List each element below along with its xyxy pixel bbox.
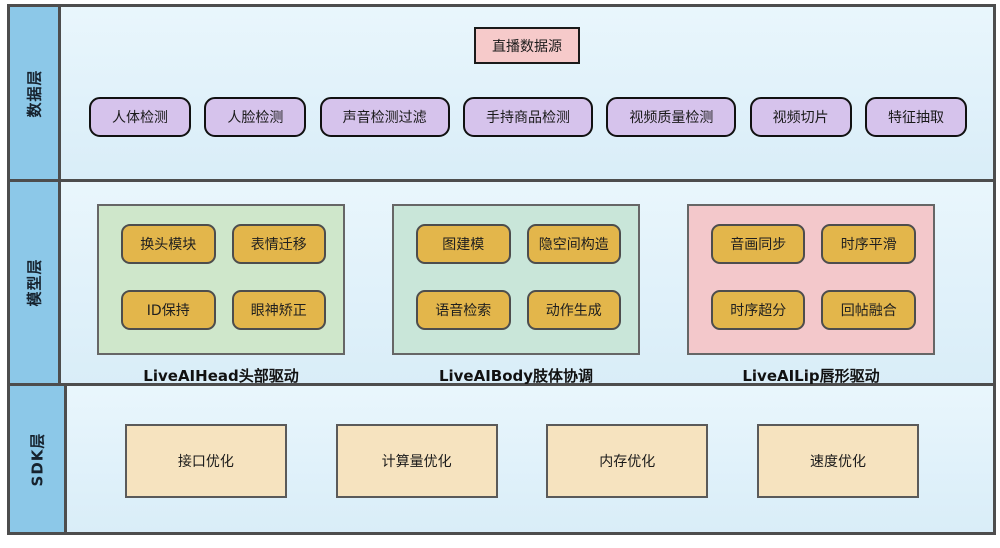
group-liveailip-container: 音画同步 时序平滑 时序超分 回帖融合 <box>686 204 935 355</box>
band-model-layer: 模型层 换头模块 表情迁移 ID保持 眼神矫正 LiveAIHead头部驱动 图… <box>7 179 996 386</box>
node-module: 换头模块 <box>121 224 216 264</box>
sdk-layer-content: 接口优化 计算量优化 内存优化 速度优化 <box>67 386 993 532</box>
node-module: ID保持 <box>121 290 216 330</box>
band-data-layer: 数据层 直播数据源 人体检测 人脸检测 声音检测过滤 手持商品检测 视频质量检测… <box>7 4 996 182</box>
group-liveaibody-title: LiveAIBody肢体协调 <box>438 367 594 385</box>
group-row: 换头模块 表情迁移 ID保持 眼神矫正 LiveAIHead头部驱动 图建模 隐… <box>61 182 993 386</box>
sdk-row: 接口优化 计算量优化 内存优化 速度优化 <box>67 424 993 498</box>
data-layer-content: 直播数据源 人体检测 人脸检测 声音检测过滤 手持商品检测 视频质量检测 视频切… <box>61 7 993 179</box>
band-sdk-layer: SDK层 接口优化 计算量优化 内存优化 速度优化 <box>7 383 996 535</box>
node-module: 回帖融合 <box>821 290 916 330</box>
group-liveailip-title: LiveAILip唇形驱动 <box>742 367 880 385</box>
sdk-layer-label: SDK层 <box>28 432 47 486</box>
data-layer-label: 数据层 <box>25 68 44 118</box>
group-liveaihead-container: 换头模块 表情迁移 ID保持 眼神矫正 <box>97 204 346 355</box>
node-module: 表情迁移 <box>231 224 327 264</box>
node-detector: 人脸检测 <box>204 97 307 137</box>
node-module: 图建模 <box>416 224 511 264</box>
node-module: 动作生成 <box>526 290 621 330</box>
group-liveailip: 音画同步 时序平滑 时序超分 回帖融合 LiveAILip唇形驱动 <box>686 204 935 386</box>
node-module: 语音检索 <box>416 290 511 330</box>
node-module: 时序超分 <box>710 290 806 330</box>
group-liveaihead: 换头模块 表情迁移 ID保持 眼神矫正 LiveAIHead头部驱动 <box>97 204 346 386</box>
node-module: 时序平滑 <box>821 224 916 264</box>
model-layer-content: 换头模块 表情迁移 ID保持 眼神矫正 LiveAIHead头部驱动 图建模 隐… <box>61 182 993 386</box>
node-detector: 视频切片 <box>749 97 852 137</box>
group-liveaibody: 图建模 隐空间构造 语音检索 动作生成 LiveAIBody肢体协调 <box>392 204 640 386</box>
source-row: 直播数据源 <box>61 27 993 64</box>
node-sdk-optimization: 接口优化 <box>124 424 287 498</box>
architecture-diagram: 数据层 直播数据源 人体检测 人脸检测 声音检测过滤 手持商品检测 视频质量检测… <box>7 4 996 538</box>
node-sdk-optimization: 计算量优化 <box>335 424 498 498</box>
model-layer-label: 模型层 <box>25 258 44 307</box>
data-layer-label-strip: 数据层 <box>10 7 62 179</box>
node-detector: 人体检测 <box>89 97 192 137</box>
node-detector: 特征抽取 <box>864 97 967 137</box>
node-module: 眼神矫正 <box>231 290 327 330</box>
node-detector: 视频质量检测 <box>606 97 737 137</box>
node-sdk-optimization: 速度优化 <box>757 424 919 498</box>
node-module: 隐空间构造 <box>526 224 621 264</box>
sdk-layer-label-strip: SDK层 <box>10 386 67 532</box>
node-detector: 手持商品检测 <box>463 97 593 137</box>
node-detector: 声音检测过滤 <box>319 97 450 137</box>
node-live-data-source: 直播数据源 <box>474 27 580 64</box>
node-module: 音画同步 <box>710 224 806 264</box>
model-layer-label-strip: 模型层 <box>10 182 62 383</box>
node-sdk-optimization: 内存优化 <box>546 424 709 498</box>
group-liveaihead-title: LiveAIHead头部驱动 <box>143 367 299 385</box>
detector-row: 人体检测 人脸检测 声音检测过滤 手持商品检测 视频质量检测 视频切片 特征抽取 <box>61 97 993 137</box>
group-liveaibody-container: 图建模 隐空间构造 语音检索 动作生成 <box>392 204 640 355</box>
